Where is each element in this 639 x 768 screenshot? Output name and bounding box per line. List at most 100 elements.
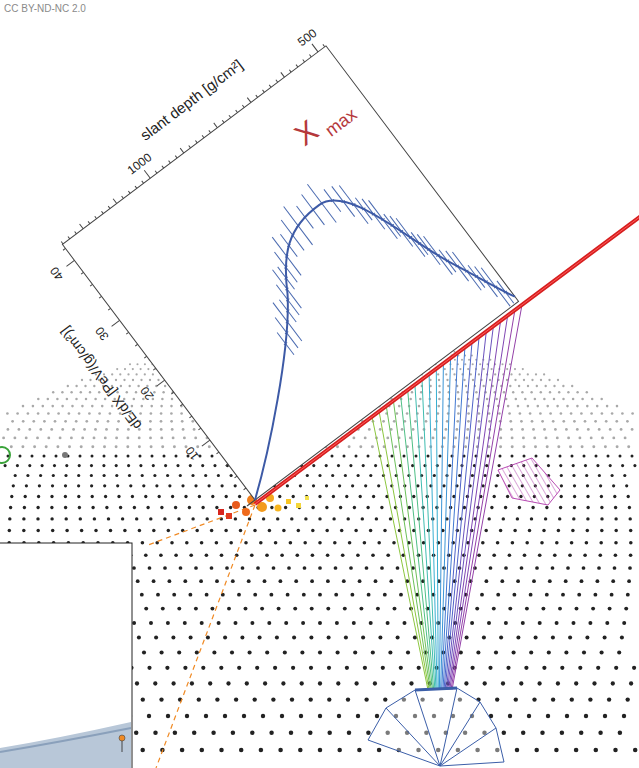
detector-dot [259,541,263,545]
detector-dot [195,650,199,654]
detector-dot [240,635,244,639]
detector-dot [537,681,541,685]
detector-dot [580,412,583,415]
detector-dot [403,455,406,458]
detector-dot [425,420,428,423]
detector-dot [516,579,520,583]
detector-dot [447,385,449,387]
detector-dot [47,412,50,415]
detector-dot [311,553,315,557]
detector-dot [626,697,630,701]
detector-dot [318,650,322,654]
detector-dot [569,445,572,448]
detector-dot [65,529,69,533]
detector-dot [606,405,609,408]
detector-dot [281,681,285,685]
detector-dot [499,445,502,448]
detector-dot [627,495,630,498]
detector-dot [572,464,575,467]
detector-dot [215,506,218,509]
detector-dot [219,748,224,753]
detector-dot [91,495,94,498]
depth-tick [128,191,130,193]
energy-tick [216,452,218,454]
detector-dot [386,553,390,557]
detector-dot [149,436,152,439]
detector-dot [152,529,156,533]
detector-dot [325,529,329,533]
detector-dot [527,385,529,387]
detector-dot [374,464,377,467]
detector-dot [583,455,586,458]
detector-dot [22,405,25,408]
detector-dot [520,420,523,423]
detector-dot [540,379,542,381]
detector-dot [354,681,358,685]
detector-dot [547,650,551,654]
detector-dot [612,436,615,439]
detector-dot [54,420,57,423]
depth-tick [309,55,311,57]
detector-dot [171,635,175,639]
detector-dot [510,373,512,375]
detector-dot [10,445,13,448]
detector-dot [383,697,387,701]
detector-dot [39,428,42,431]
detector-dot [561,593,565,597]
detector-dot [629,529,633,533]
detector-dot [558,391,560,393]
depth-tick [180,148,184,153]
detector-dot [522,368,524,370]
detector-dot [566,405,569,408]
detector-dot [345,495,348,498]
detector-dot [543,428,546,431]
detector-dot [515,748,520,753]
detector-dot [160,412,163,415]
detector-dot [84,385,86,387]
detector-dot [180,412,183,415]
detector-dot [90,464,93,467]
detector-dot [364,697,368,701]
depth-tick [162,166,164,168]
detector-dot [625,484,628,487]
detector-dot [149,428,152,431]
detector-dot [325,484,328,487]
detector-dot [208,681,212,685]
detector-dot [289,731,293,735]
detector-dot [584,464,587,467]
depth-tick [289,70,291,72]
detector-dot [512,650,516,654]
detector-dot [88,412,91,415]
detector-dot [344,474,347,477]
detector-dot [318,474,321,477]
detector-dot [556,681,560,685]
detector-dot [444,368,446,370]
detector-dot [567,391,569,393]
detector-dot [383,593,387,597]
detector-dot [570,697,574,701]
detector-dot [607,697,611,701]
detector-dot [391,455,394,458]
detector-dot [129,363,131,365]
detector-dot [615,420,618,423]
axis-ticks [48,39,517,506]
detector-dot [337,748,342,753]
detector-dot [466,428,469,431]
detector-dot [538,621,542,625]
detector-dot [47,398,50,401]
detector-dot [438,385,440,387]
detector-dot [465,436,468,439]
detector-dot [75,420,78,423]
detector-dot [318,621,322,625]
detector-dot [586,506,589,509]
detector-dot [613,495,616,498]
detector-dot [494,373,496,375]
fluorescence-ray [408,390,434,690]
detector-dot [581,398,584,401]
detector-dot [189,464,192,467]
detector-dot [573,420,576,423]
detector-dot [353,506,356,509]
energy-tick [247,500,255,506]
detector-dot [590,412,593,415]
detector-dot [8,529,12,533]
